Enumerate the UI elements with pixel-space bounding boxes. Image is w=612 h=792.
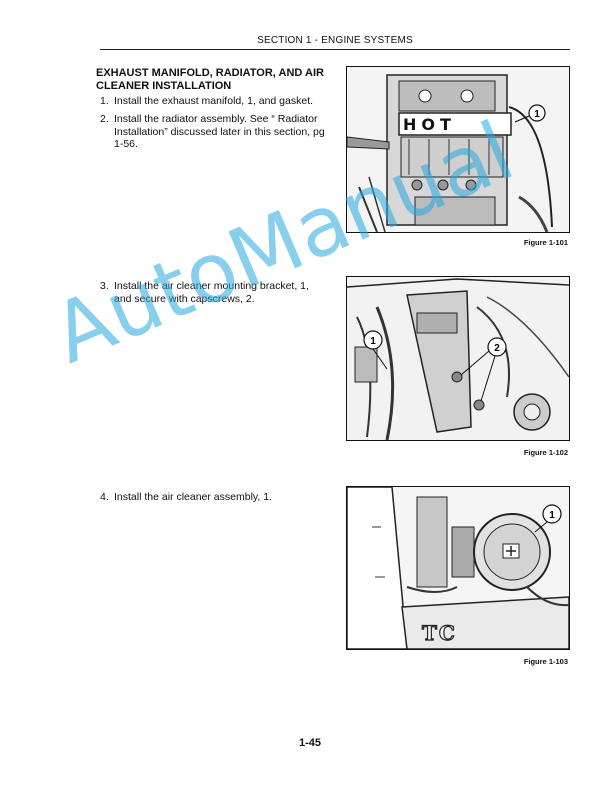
page-number: 1-45 [298,737,322,749]
engine-manifold-illustration: HOT 1 [347,67,569,232]
figure-air-cleaner-assembly: TC 1 [346,486,570,650]
hot-label: HOT [403,115,456,134]
step-text: Install the air cleaner assembly, 1. [114,491,272,503]
tc-label: TC [422,621,457,645]
step-number: 3. [100,280,109,292]
callout-1: 1 [549,510,555,521]
section-header: SECTION 1 - ENGINE SYSTEMS [257,35,413,46]
figure-exhaust-manifold: HOT 1 [346,66,570,233]
step-1: 1. Install the exhaust manifold, 1, and … [100,95,330,109]
step-number: 4. [100,491,109,503]
step-text: Install the air cleaner mounting bracket… [114,280,309,305]
figure-caption: Figure 1-101 [523,238,568,247]
step-text: Install the radiator assembly. See “ Rad… [114,113,325,150]
figure-air-cleaner-bracket: 1 2 [346,276,570,441]
step-2: 2. Install the radiator assembly. See “ … [100,113,330,153]
step-3: 3. Install the air cleaner mounting brac… [100,280,330,308]
figure-caption: Figure 1-103 [523,657,568,666]
header-rule [100,49,570,50]
callout-2: 2 [494,343,500,354]
figure-caption: Figure 1-102 [523,448,568,457]
step-number: 1. [100,95,109,107]
air-cleaner-illustration: TC 1 [347,487,569,649]
procedure-heading: EXHAUST MANIFOLD, RADIATOR, AND AIR CLEA… [96,67,324,92]
step-number: 2. [100,113,109,125]
step-4: 4. Install the air cleaner assembly, 1. [100,491,330,505]
step-text: Install the exhaust manifold, 1, and gas… [114,95,314,107]
callout-1: 1 [534,109,540,120]
bracket-illustration: 1 2 [347,277,569,440]
callout-1: 1 [370,336,376,347]
